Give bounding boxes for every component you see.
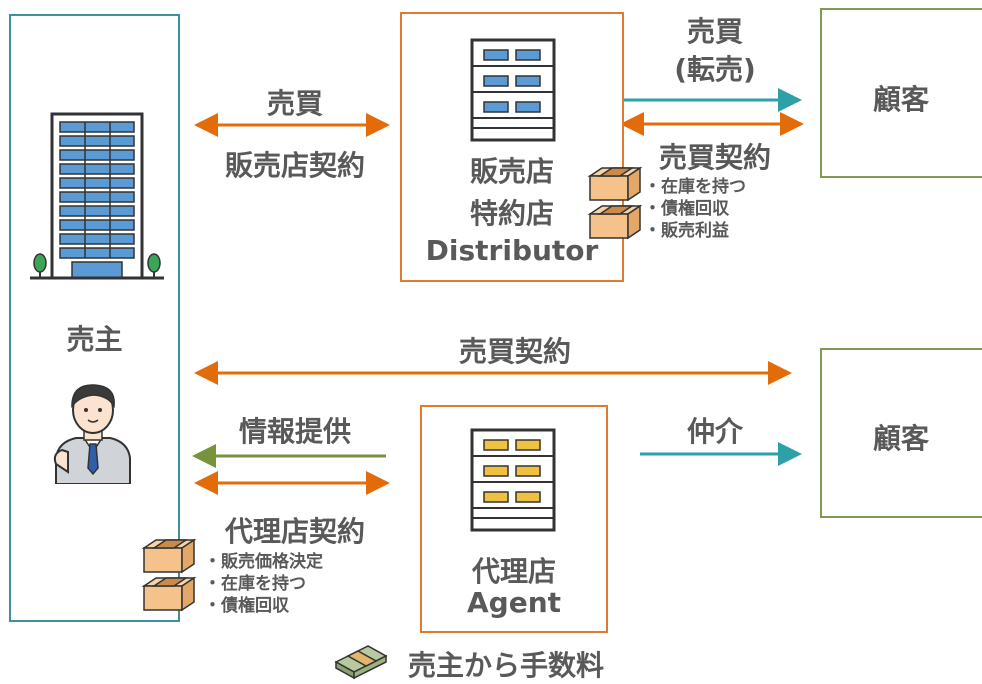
seller-label: 売主 bbox=[66, 323, 123, 356]
seller-customer-contract-label: 売買契約 bbox=[458, 335, 571, 368]
commission-label: 売主から手数料 bbox=[408, 649, 605, 682]
money-bundle-icon bbox=[334, 645, 388, 680]
seller-distributor-label-top: 売買 bbox=[266, 87, 323, 120]
agent-customer-label: 仲介 bbox=[686, 415, 743, 448]
store-building-icon bbox=[470, 38, 556, 142]
cardboard-box-icon bbox=[587, 166, 643, 240]
agent-label-line1: 代理店 bbox=[471, 555, 556, 588]
customer-label-top: 顧客 bbox=[872, 83, 929, 116]
distributor-customer-label-line1: 売買 bbox=[686, 15, 743, 48]
distributor-note-2: ・債権回収 bbox=[644, 199, 729, 219]
distributor-note-1: ・在庫を持つ bbox=[644, 177, 746, 197]
seller-distributor-label-bottom: 販売店契約 bbox=[224, 149, 365, 182]
agent-info-label: 情報提供 bbox=[238, 415, 351, 448]
agent-note-3: ・債権回収 bbox=[204, 596, 289, 616]
distributor-customer-label-line2: (転売) bbox=[674, 53, 756, 86]
customer-box-top bbox=[820, 8, 982, 178]
agent-note-2: ・在庫を持つ bbox=[204, 574, 306, 594]
distributor-contract-label: 売買契約 bbox=[658, 141, 771, 174]
cardboard-box-icon bbox=[141, 538, 197, 612]
distributor-label-line2: 特約店 bbox=[469, 197, 554, 230]
office-building-icon bbox=[30, 112, 164, 280]
distributor-box bbox=[400, 12, 624, 282]
agent-contract-label: 代理店契約 bbox=[224, 515, 365, 548]
agent-note-1: ・販売価格決定 bbox=[204, 552, 323, 572]
agent-label-line2: Agent bbox=[466, 586, 562, 619]
distributor-note-3: ・販売利益 bbox=[644, 221, 729, 241]
distributor-label-line1: 販売店 bbox=[469, 155, 554, 188]
agent-notes: ・販売価格決定 ・在庫を持つ ・債権回収 bbox=[204, 551, 323, 617]
distributor-label-line3: Distributor bbox=[425, 234, 599, 267]
distributor-notes: ・在庫を持つ ・債権回収 ・販売利益 bbox=[644, 176, 746, 242]
agent-building-icon bbox=[470, 428, 556, 532]
customer-label-bottom: 顧客 bbox=[872, 422, 929, 455]
customer-box-bottom bbox=[820, 348, 982, 518]
businessman-icon bbox=[53, 384, 131, 484]
